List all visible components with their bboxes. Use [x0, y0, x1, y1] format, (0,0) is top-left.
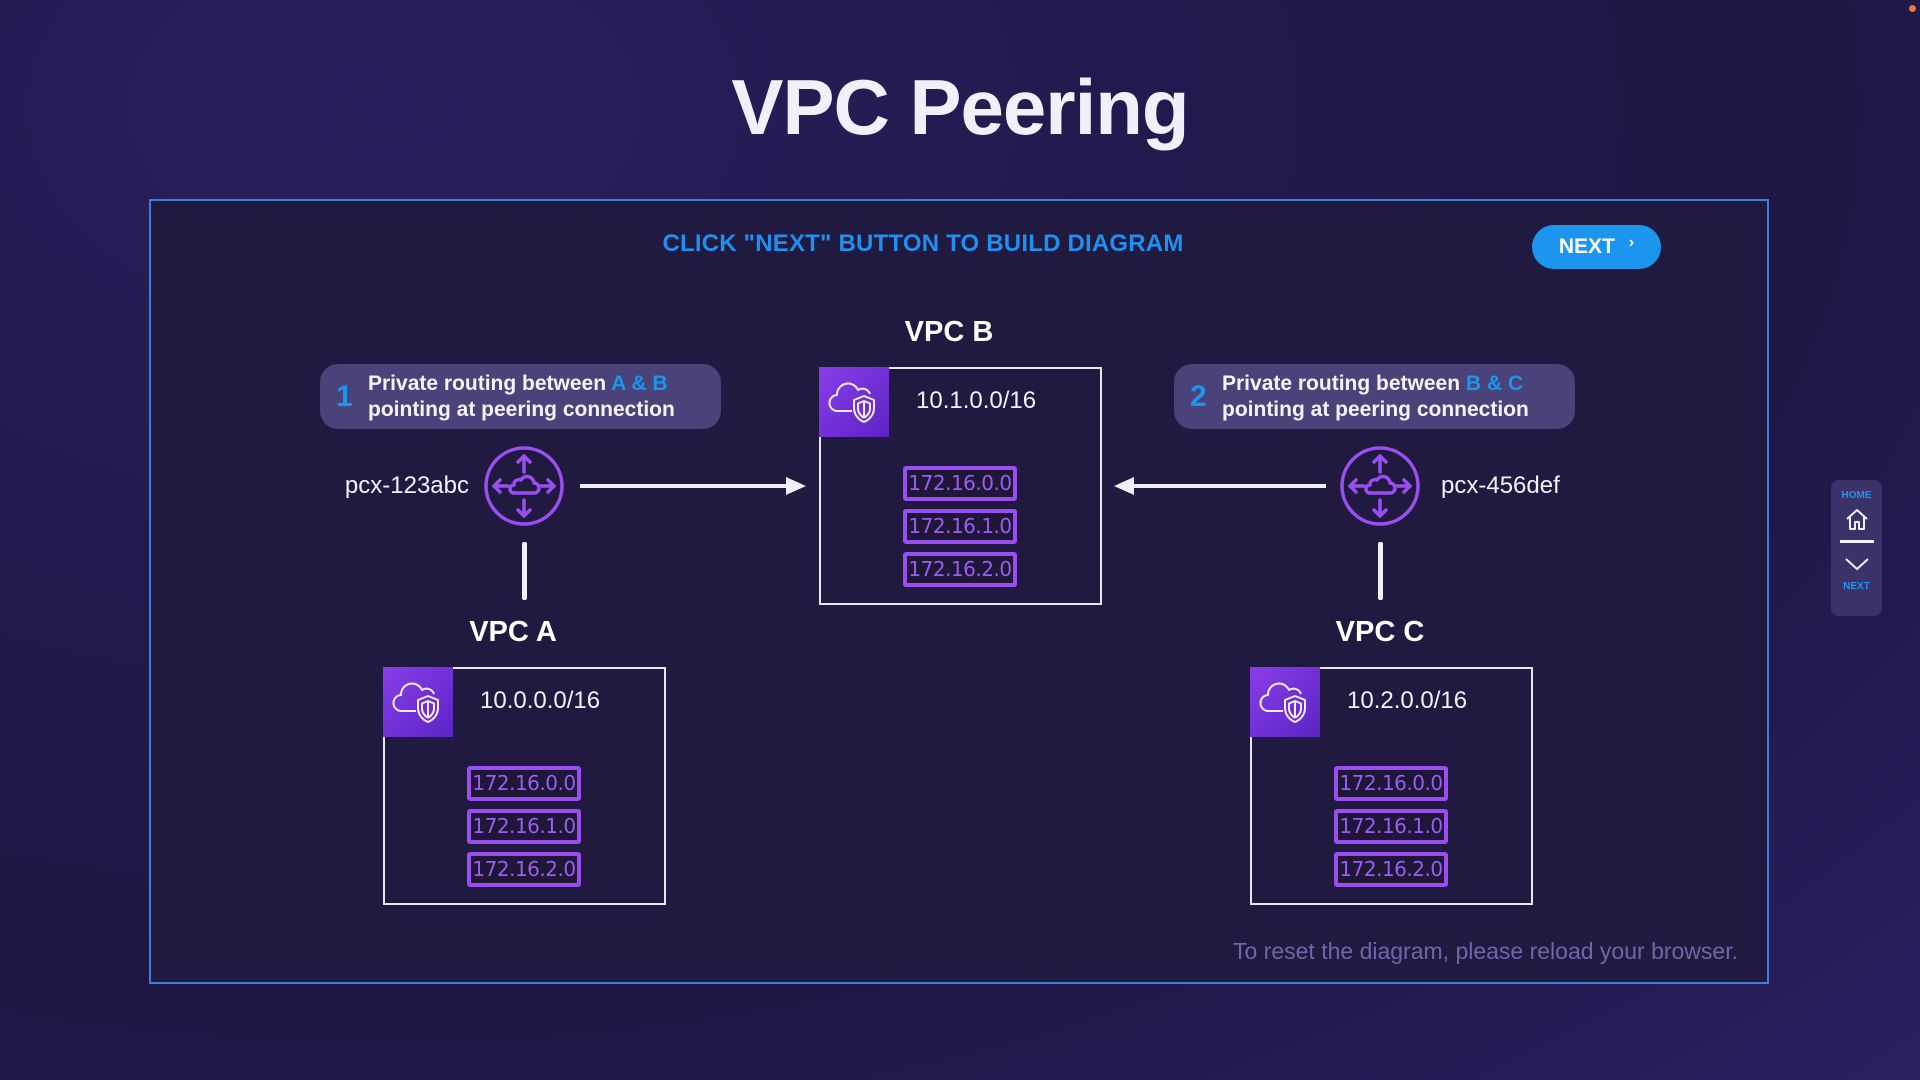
arrow-a-to-b [580, 477, 806, 495]
subnet-item: 172.16.0.0 [903, 466, 1017, 501]
home-icon[interactable] [1844, 507, 1870, 531]
peering-router-icon [484, 446, 564, 526]
subnet-item: 172.16.0.0 [1334, 766, 1448, 801]
callout-route-a-b: 1 Private routing between A & B pointing… [320, 364, 721, 429]
vpc-c-cidr: 10.2.0.0/16 [1347, 687, 1468, 714]
vpc-b-box: 10.1.0.0/16 172.16.0.0 172.16.1.0 172.16… [819, 367, 1102, 605]
connector-line-a [522, 542, 527, 600]
subnet-item: 172.16.2.0 [903, 552, 1017, 587]
peering-id-label: pcx-456def [1441, 472, 1560, 499]
next-button-label: NEXT [1558, 235, 1615, 258]
subnet-item: 172.16.1.0 [1334, 809, 1448, 844]
vpc-c-label: VPC C [1335, 616, 1425, 648]
chevron-down-icon[interactable] [1844, 557, 1870, 571]
arrow-c-to-b [1114, 477, 1326, 495]
next-nav-label[interactable]: NEXT [1843, 581, 1870, 592]
callout-text: Private routing between B & C pointing a… [1222, 371, 1529, 423]
subnet-item: 172.16.1.0 [903, 509, 1017, 544]
chevron-right-icon: › [1628, 234, 1635, 251]
side-nav: HOME NEXT [1831, 480, 1882, 616]
vpc-b-cidr: 10.1.0.0/16 [916, 387, 1037, 414]
subnet-item: 172.16.0.0 [467, 766, 581, 801]
callout-highlight: B & C [1465, 371, 1524, 395]
vpc-cloud-shield-icon [819, 367, 889, 437]
callout-line1: Private routing between [1222, 371, 1466, 395]
peering-router-icon [1340, 446, 1420, 526]
reset-note: To reset the diagram, please reload your… [1233, 938, 1738, 964]
vpc-b-label: VPC B [904, 316, 994, 348]
callout-highlight: A & B [611, 371, 668, 395]
vpc-a-label: VPC A [469, 616, 557, 648]
callout-number: 1 [336, 379, 353, 413]
nav-divider [1839, 540, 1874, 543]
vpc-a-subnets: 172.16.0.0 172.16.1.0 172.16.2.0 [467, 766, 581, 895]
subnet-item: 172.16.2.0 [467, 852, 581, 887]
page-title: VPC Peering [731, 63, 1189, 151]
vpc-c-subnets: 172.16.0.0 172.16.1.0 172.16.2.0 [1334, 766, 1448, 895]
vpc-c-box: 10.2.0.0/16 172.16.0.0 172.16.1.0 172.16… [1250, 667, 1533, 905]
callout-line1: Private routing between [368, 371, 612, 395]
callout-route-b-c: 2 Private routing between B & C pointing… [1174, 364, 1575, 429]
callout-line2: pointing at peering connection [368, 397, 675, 421]
vpc-a-box: 10.0.0.0/16 172.16.0.0 172.16.1.0 172.16… [383, 667, 666, 905]
subnet-item: 172.16.1.0 [467, 809, 581, 844]
callout-line2: pointing at peering connection [1222, 397, 1529, 421]
next-button[interactable]: NEXT › [1532, 225, 1661, 269]
vpc-cloud-shield-icon [1250, 667, 1320, 737]
vpc-a-cidr: 10.0.0.0/16 [480, 687, 601, 714]
vpc-cloud-shield-icon [383, 667, 453, 737]
vpc-b-subnets: 172.16.0.0 172.16.1.0 172.16.2.0 [903, 466, 1017, 595]
home-label: HOME [1841, 490, 1872, 501]
subnet-item: 172.16.2.0 [1334, 852, 1448, 887]
callout-text: Private routing between A & B pointing a… [368, 371, 675, 423]
connector-line-c [1378, 542, 1383, 600]
peering-id-label: pcx-123abc [344, 472, 469, 499]
callout-number: 2 [1190, 379, 1207, 413]
status-dot [1909, 5, 1916, 12]
instruction-text: CLICK "NEXT" BUTTON TO BUILD DIAGRAM [662, 230, 1184, 257]
